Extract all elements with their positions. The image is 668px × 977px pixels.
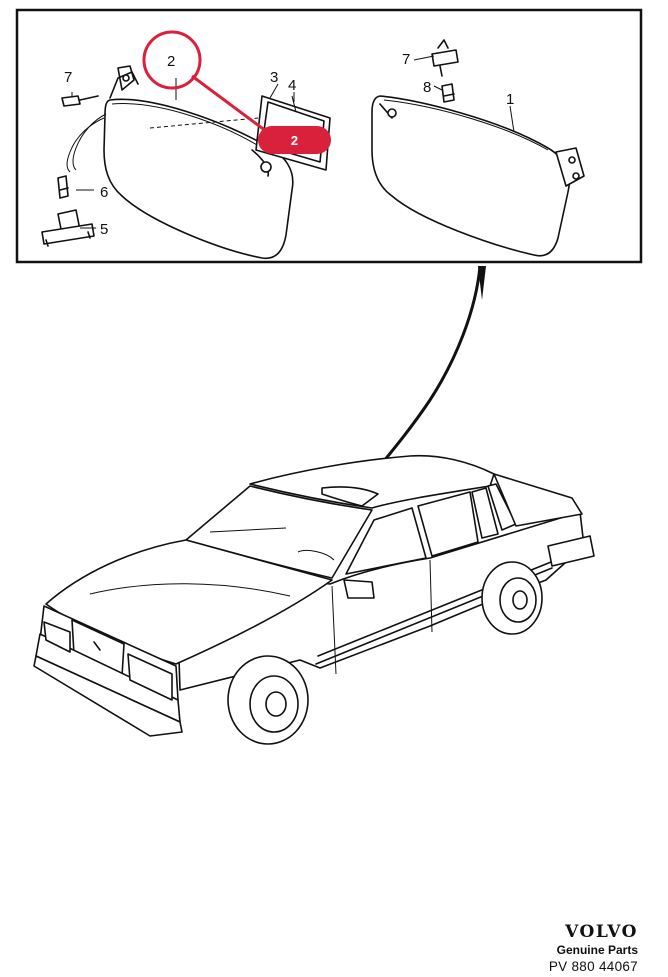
callout-7-left: 7 [64,69,72,86]
volvo-logo-block: VOLVO Genuine Parts PV 880 44067 [518,922,638,976]
screw-left [61,95,99,107]
callout-2-in-ring: 2 [167,53,175,70]
bracket-right [431,39,459,103]
highlight-ring [142,30,202,90]
visor-clip [41,209,95,247]
brand-wordmark: VOLVO [565,922,638,942]
car-illustration [33,454,595,745]
leader-lines [71,55,515,229]
highlight-pill-label: 2 [291,133,298,148]
callout-4: 4 [288,77,296,94]
callout-5: 5 [100,221,108,238]
brand-subtitle: Genuine Parts [556,943,638,957]
bulb-socket [57,175,69,199]
callout-8: 8 [423,79,431,96]
sun-visor-left [66,65,294,260]
highlight-group: 2 [142,30,331,154]
callout-1: 1 [506,91,514,108]
callout-7-right: 7 [402,51,410,68]
diagram-part-number: PV 880 44067 [548,959,638,974]
highlight-pill [258,126,331,154]
sun-visor-right [371,95,585,257]
callout-3: 3 [270,69,278,86]
callout-6: 6 [100,184,108,201]
highlight-connector [191,74,271,136]
pointer-arrow [359,265,486,489]
